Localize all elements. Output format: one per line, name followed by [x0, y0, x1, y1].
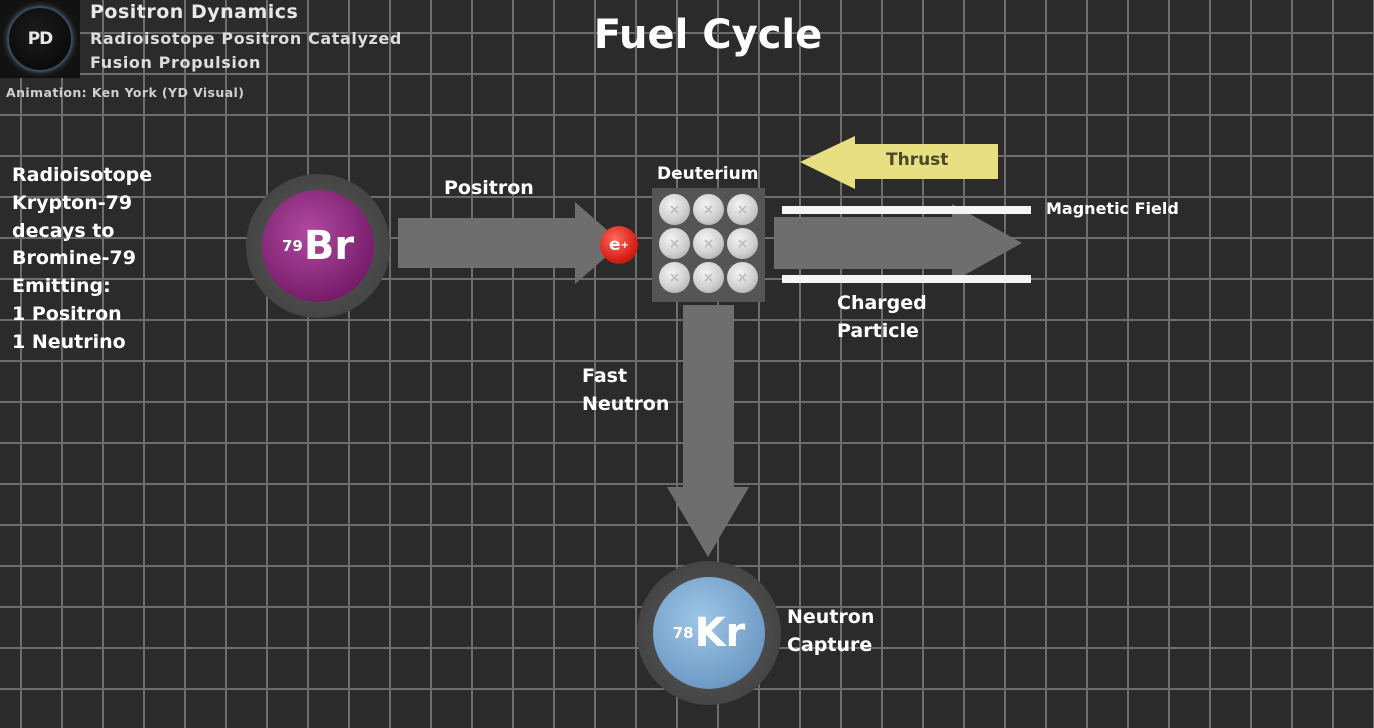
deuterium-nucleus: ×	[727, 262, 758, 293]
description-line-1: Radioisotope	[12, 164, 153, 186]
logo-text: PD	[27, 29, 54, 49]
description-line-7: 1 Neutrino	[12, 331, 126, 353]
charged-particle-arrow	[774, 204, 1022, 282]
deuterium-nucleus: ×	[727, 228, 758, 259]
description-line-3: decays to	[12, 220, 115, 242]
deuterium-nucleus: ×	[659, 228, 690, 259]
bromine-symbol: Br	[303, 223, 355, 269]
deuterium-nucleus: ×	[659, 194, 690, 225]
thrust-label: Thrust	[886, 150, 949, 170]
deuterium-nucleus: ×	[693, 262, 724, 293]
deuterium-target: × × × × × × × × ×	[652, 188, 765, 302]
brand-subtitle-line1: Radioisotope Positron Catalyzed	[90, 29, 402, 48]
page-title: Fuel Cycle	[593, 12, 823, 58]
deuterium-nucleus: ×	[693, 194, 724, 225]
brand-name: Positron Dynamics	[90, 1, 299, 23]
logo-badge: PD	[7, 6, 73, 72]
description-line-6: 1 Positron	[12, 303, 122, 325]
positron-charge: +	[620, 239, 629, 251]
neutron-capture-label-line2: Capture	[787, 634, 873, 656]
krypton-symbol: Kr	[694, 610, 746, 656]
neutron-capture-label-line1: Neutron	[787, 606, 875, 628]
brand-subtitle-line2: Fusion Propulsion	[90, 53, 262, 72]
deuterium-nucleus: ×	[693, 228, 724, 259]
description-line-4: Bromine-79	[12, 247, 136, 269]
magnetic-field-label: Magnetic Field	[1046, 199, 1179, 218]
thrust-arrow	[800, 136, 998, 189]
fast-neutron-label-line2: Neutron	[582, 393, 670, 415]
positron-particle: e+	[600, 226, 638, 264]
positron-label: Positron	[444, 177, 534, 199]
description-line-2: Krypton-79	[12, 192, 133, 214]
fast-neutron-label-line1: Fast	[582, 365, 628, 387]
logo: PD	[0, 0, 80, 78]
deuterium-nucleus: ×	[659, 262, 690, 293]
description-line-5: Emitting:	[12, 275, 111, 297]
charged-particle-label-line1: Charged	[837, 292, 927, 314]
magnetic-field-line-bottom	[782, 275, 1031, 283]
positron-arrow	[398, 202, 622, 284]
positron-symbol: e	[609, 235, 621, 255]
charged-particle-label-line2: Particle	[837, 320, 919, 342]
fast-neutron-arrow	[667, 305, 749, 557]
krypton-mass: 78	[672, 624, 694, 642]
deuterium-nucleus: ×	[727, 194, 758, 225]
deuterium-label: Deuterium	[657, 164, 759, 184]
animation-credit: Animation: Ken York (YD Visual)	[6, 85, 245, 100]
bromine-mass: 79	[281, 237, 303, 255]
magnetic-field-line-top	[782, 206, 1031, 214]
